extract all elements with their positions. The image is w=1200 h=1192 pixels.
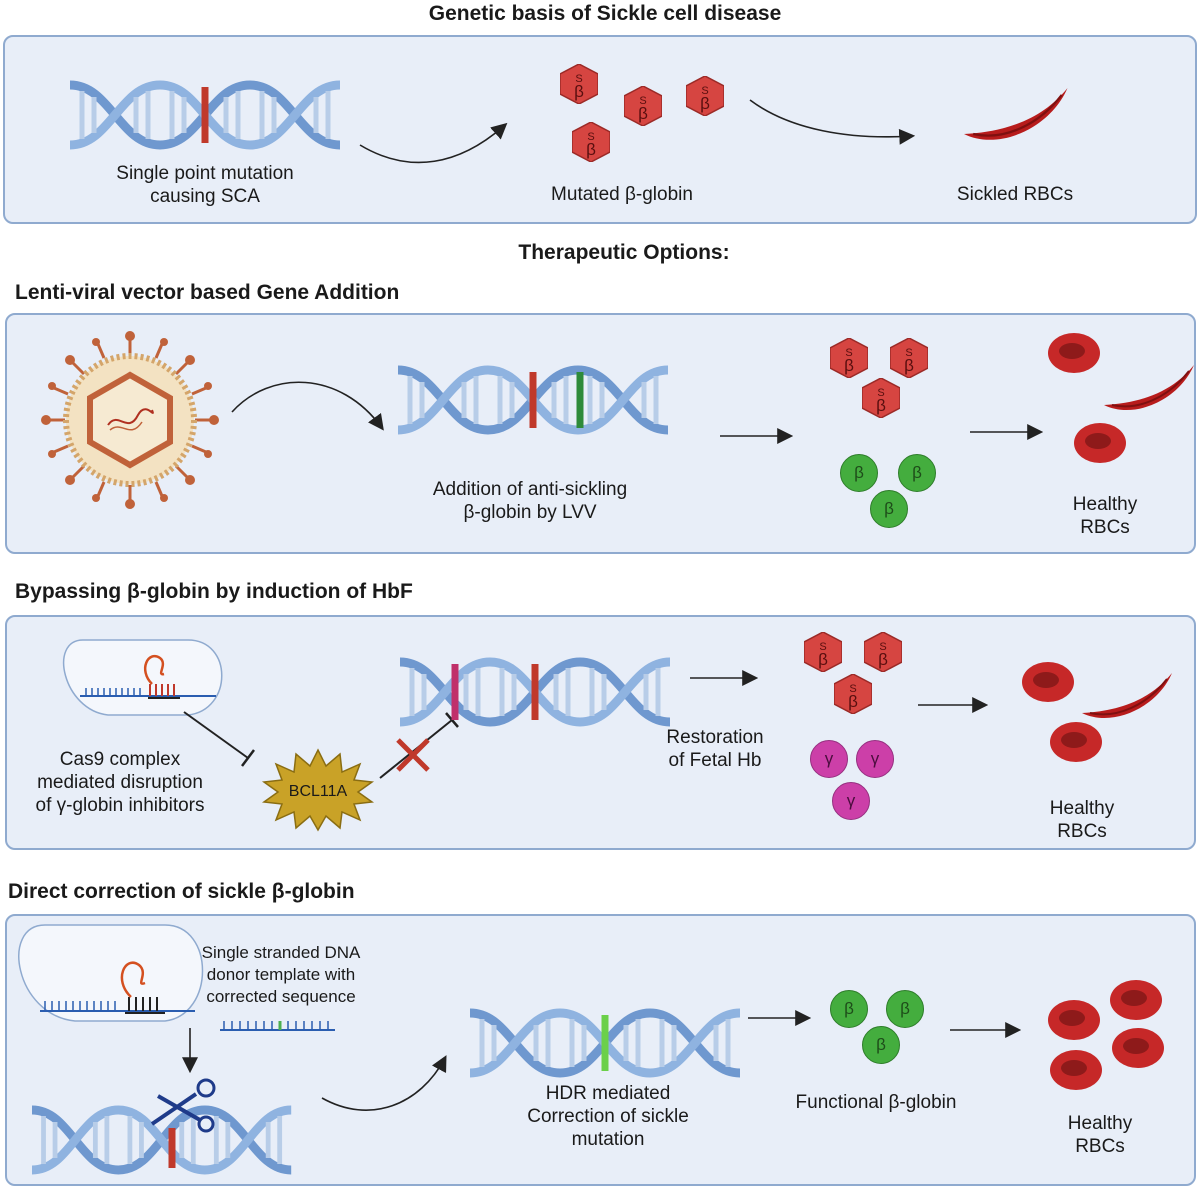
cas9-complex-icon [62, 639, 223, 716]
dna-helix-cut [32, 1100, 292, 1180]
lentivirus-icon [41, 331, 219, 509]
healthy-rbc-icon [1048, 1000, 1100, 1040]
dna-helix-hbf [400, 652, 670, 732]
beta-globin: β [840, 454, 878, 492]
healthy-rbc-icon [1112, 1028, 1164, 1068]
healthy-label-lvv: Healthy RBCs [1072, 494, 1138, 538]
inhibition-lines [183, 670, 989, 779]
sickled-label: Sickled RBCs [956, 184, 1074, 205]
dna-helix-mutation [70, 75, 340, 155]
restore-label: Restoration of Fetal Hb [666, 727, 764, 771]
beta-globin: β [870, 490, 908, 528]
bcl11a-icon [261, 748, 375, 832]
hbf-title: Bypassing β-globin by induction of HbF [15, 580, 413, 603]
functional-label: Functional β-globin [795, 1092, 957, 1113]
healthy-label-hbf: Healthy RBCs [1049, 798, 1115, 842]
dna-helix-addition [398, 360, 668, 440]
healthy-rbc-icon [1074, 423, 1126, 463]
ssdna-template-icon [220, 1021, 335, 1031]
sickled-rbc [962, 86, 1069, 141]
beta-globin: β [886, 990, 924, 1028]
main-title: Genetic basis of Sickle cell disease [428, 2, 782, 25]
direct-title: Direct correction of sickle β-globin [8, 880, 355, 903]
healthy-label-direct: Healthy RBCs [1067, 1113, 1133, 1157]
beta-globin: β [862, 1026, 900, 1064]
mutation-label: Single point mutation causing SCA [116, 163, 294, 207]
addition-label: Addition of anti-sickling β-globin by LV… [432, 479, 628, 523]
healthy-rbc-icon [1022, 662, 1074, 702]
gamma-globin: γ [810, 740, 848, 778]
bcl11a-label: BCL11A [288, 783, 348, 800]
arrows-direct [182, 1010, 1022, 1111]
arrow-lvv [231, 381, 1044, 444]
healthy-rbc-icon [1048, 333, 1100, 373]
ssdna-label: Single stranded DNA donor template with … [201, 943, 361, 1006]
hdr-label: HDR mediated Correction of sickle mutati… [527, 1083, 689, 1150]
cas9-label: Cas9 complex mediated disruption of γ-gl… [35, 749, 205, 816]
options-title: Therapeutic Options: [518, 241, 730, 264]
dna-helix-corrected [470, 1003, 740, 1083]
mutated-label: Mutated β-globin [551, 184, 693, 205]
panel-lvv [5, 313, 1196, 554]
healthy-rbc-icon [1110, 980, 1162, 1020]
cas9-complex-icon [18, 924, 204, 1022]
healthy-rbc-icon [1050, 1050, 1102, 1090]
arrow-1 [359, 99, 916, 164]
lvv-title: Lenti-viral vector based Gene Addition [15, 281, 400, 304]
healthy-rbc-icon [1050, 722, 1102, 762]
gamma-globin: γ [856, 740, 894, 778]
sickled-rbc-icon [1081, 672, 1173, 720]
beta-globin: β [830, 990, 868, 1028]
beta-globin: β [898, 454, 936, 492]
panel-hbf [5, 615, 1196, 850]
gamma-globin: γ [832, 782, 870, 820]
scissors-icon [150, 1078, 216, 1133]
sickled-rbc-icon [1103, 364, 1195, 412]
